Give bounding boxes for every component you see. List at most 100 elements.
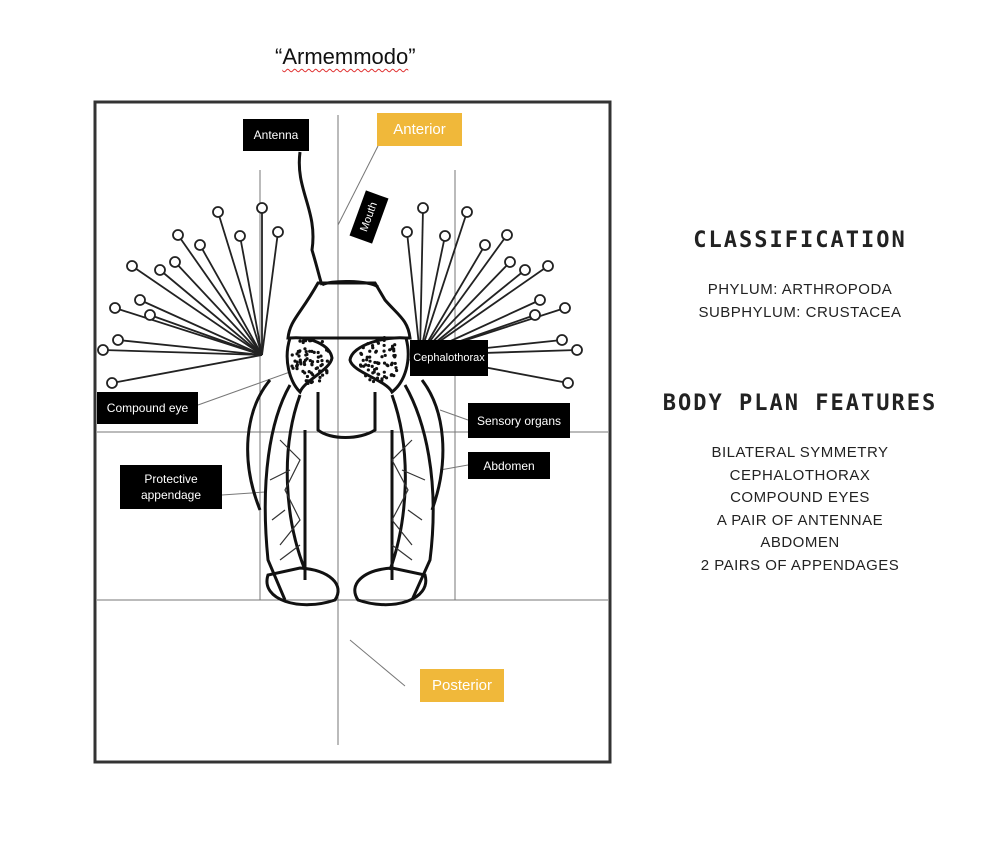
label-abdomen: Abdomen bbox=[468, 452, 550, 479]
spine bbox=[177, 234, 263, 356]
eye-dot bbox=[375, 376, 380, 380]
spine-tip bbox=[417, 202, 429, 214]
eye-dot bbox=[390, 361, 394, 365]
spine-tip bbox=[109, 302, 121, 314]
eye-dot bbox=[371, 379, 376, 384]
spine bbox=[261, 231, 279, 356]
diagram-frame bbox=[93, 100, 612, 764]
eye-dot bbox=[366, 342, 370, 346]
eye-dot bbox=[305, 374, 310, 379]
spine-tip bbox=[272, 226, 284, 238]
spine-tip bbox=[479, 239, 491, 251]
eye-dot bbox=[368, 349, 372, 353]
eye-dot bbox=[303, 347, 307, 351]
spine-tip bbox=[519, 264, 531, 276]
eye-dot bbox=[308, 339, 312, 343]
spine-tip bbox=[439, 230, 451, 242]
spine-tip bbox=[112, 334, 124, 346]
eye-dot bbox=[382, 343, 386, 348]
eye-dot bbox=[382, 338, 386, 343]
spine bbox=[139, 299, 263, 356]
spine-tip bbox=[556, 334, 568, 346]
eye-dot bbox=[319, 364, 323, 368]
eye-dot bbox=[373, 360, 377, 365]
spine-tip bbox=[234, 230, 246, 242]
classification-item: SUBPHYLUM: CRUSTACEA bbox=[698, 303, 902, 321]
eye-dot bbox=[302, 362, 307, 367]
eye-dot bbox=[371, 346, 375, 350]
classification-section: CLASSIFICATION PHYLUM: ARTHROPODA SUBPHY… bbox=[640, 228, 960, 324]
eye-dot bbox=[382, 370, 386, 374]
eye-dot bbox=[368, 378, 372, 382]
eye-dot bbox=[368, 355, 372, 359]
eye-dot bbox=[304, 353, 308, 357]
spine-fans bbox=[97, 202, 583, 389]
diagram-title: “Armemmodo” bbox=[275, 44, 416, 69]
eye-dot bbox=[366, 368, 370, 372]
eye-dot bbox=[314, 366, 318, 371]
eye-dot bbox=[316, 355, 320, 359]
feature-item: 2 PAIRS OF APPENDAGES bbox=[700, 556, 900, 574]
feature-item: BILATERAL SYMMETRY bbox=[711, 444, 889, 461]
body bbox=[246, 151, 445, 607]
label-sensory-organs: Sensory organs bbox=[468, 403, 570, 438]
spine-tip bbox=[256, 202, 268, 214]
eye-dot bbox=[364, 363, 368, 367]
spine bbox=[419, 261, 511, 356]
eye-dot bbox=[308, 359, 312, 363]
eye-dot bbox=[366, 363, 371, 368]
spine-tip bbox=[172, 229, 184, 241]
eye-dot bbox=[372, 370, 376, 374]
eye-dot bbox=[309, 371, 313, 375]
spine-tip bbox=[529, 309, 541, 321]
feature-item: A PAIR OF ANTENNAE bbox=[716, 511, 884, 529]
eye-dot bbox=[310, 380, 314, 384]
body-plan-heading: BODY PLAN FEATURES bbox=[662, 391, 938, 416]
spine-tip bbox=[559, 302, 571, 314]
body-plan-section: BODY PLAN FEATURES BILATERAL SYMMETRY CE… bbox=[640, 391, 960, 577]
eye-dot bbox=[382, 349, 386, 353]
classification-item: PHYLUM: ARTHROPODA bbox=[707, 281, 893, 298]
eye-dot bbox=[298, 339, 302, 343]
eye-dot bbox=[316, 359, 320, 364]
eye-dot bbox=[364, 374, 368, 378]
eye-dot bbox=[303, 358, 308, 362]
spine-tip bbox=[212, 206, 224, 218]
eye-dot bbox=[392, 349, 396, 353]
carapace-plates bbox=[269, 439, 426, 561]
spine-tip bbox=[134, 294, 146, 306]
eye-dot bbox=[382, 336, 386, 340]
eye-dot bbox=[368, 359, 372, 363]
eye-dot bbox=[290, 364, 294, 368]
eye-dot bbox=[395, 368, 399, 373]
eye-dot bbox=[306, 379, 310, 383]
eye-dot bbox=[290, 353, 294, 357]
spine bbox=[111, 354, 263, 384]
spine bbox=[419, 235, 446, 356]
spine bbox=[199, 244, 263, 356]
eye-dot bbox=[361, 346, 365, 350]
feature-item: COMPOUND EYES bbox=[730, 489, 870, 506]
spine-tip bbox=[126, 260, 138, 272]
eye-dot bbox=[310, 349, 314, 354]
spine bbox=[406, 231, 421, 356]
spine-tip bbox=[542, 260, 554, 272]
label-protective-appendage: Protective appendage bbox=[120, 465, 222, 509]
feature-item: ABDOMEN bbox=[760, 534, 840, 551]
spine-tip bbox=[97, 344, 109, 356]
eye-dot bbox=[320, 373, 325, 377]
eye-dot bbox=[318, 375, 322, 379]
feature-item: CEPHALOTHORAX bbox=[729, 466, 871, 484]
eye-dot bbox=[304, 349, 308, 354]
spine-tip bbox=[144, 309, 156, 321]
spine-tip bbox=[534, 294, 546, 306]
eye-dot bbox=[296, 349, 300, 354]
eye-dot bbox=[295, 363, 299, 367]
spine-tip bbox=[401, 226, 413, 238]
eye-dot bbox=[383, 353, 387, 358]
spine bbox=[102, 349, 263, 356]
eye-dot bbox=[374, 349, 378, 353]
eye-dot bbox=[297, 354, 301, 358]
spine bbox=[174, 261, 263, 356]
